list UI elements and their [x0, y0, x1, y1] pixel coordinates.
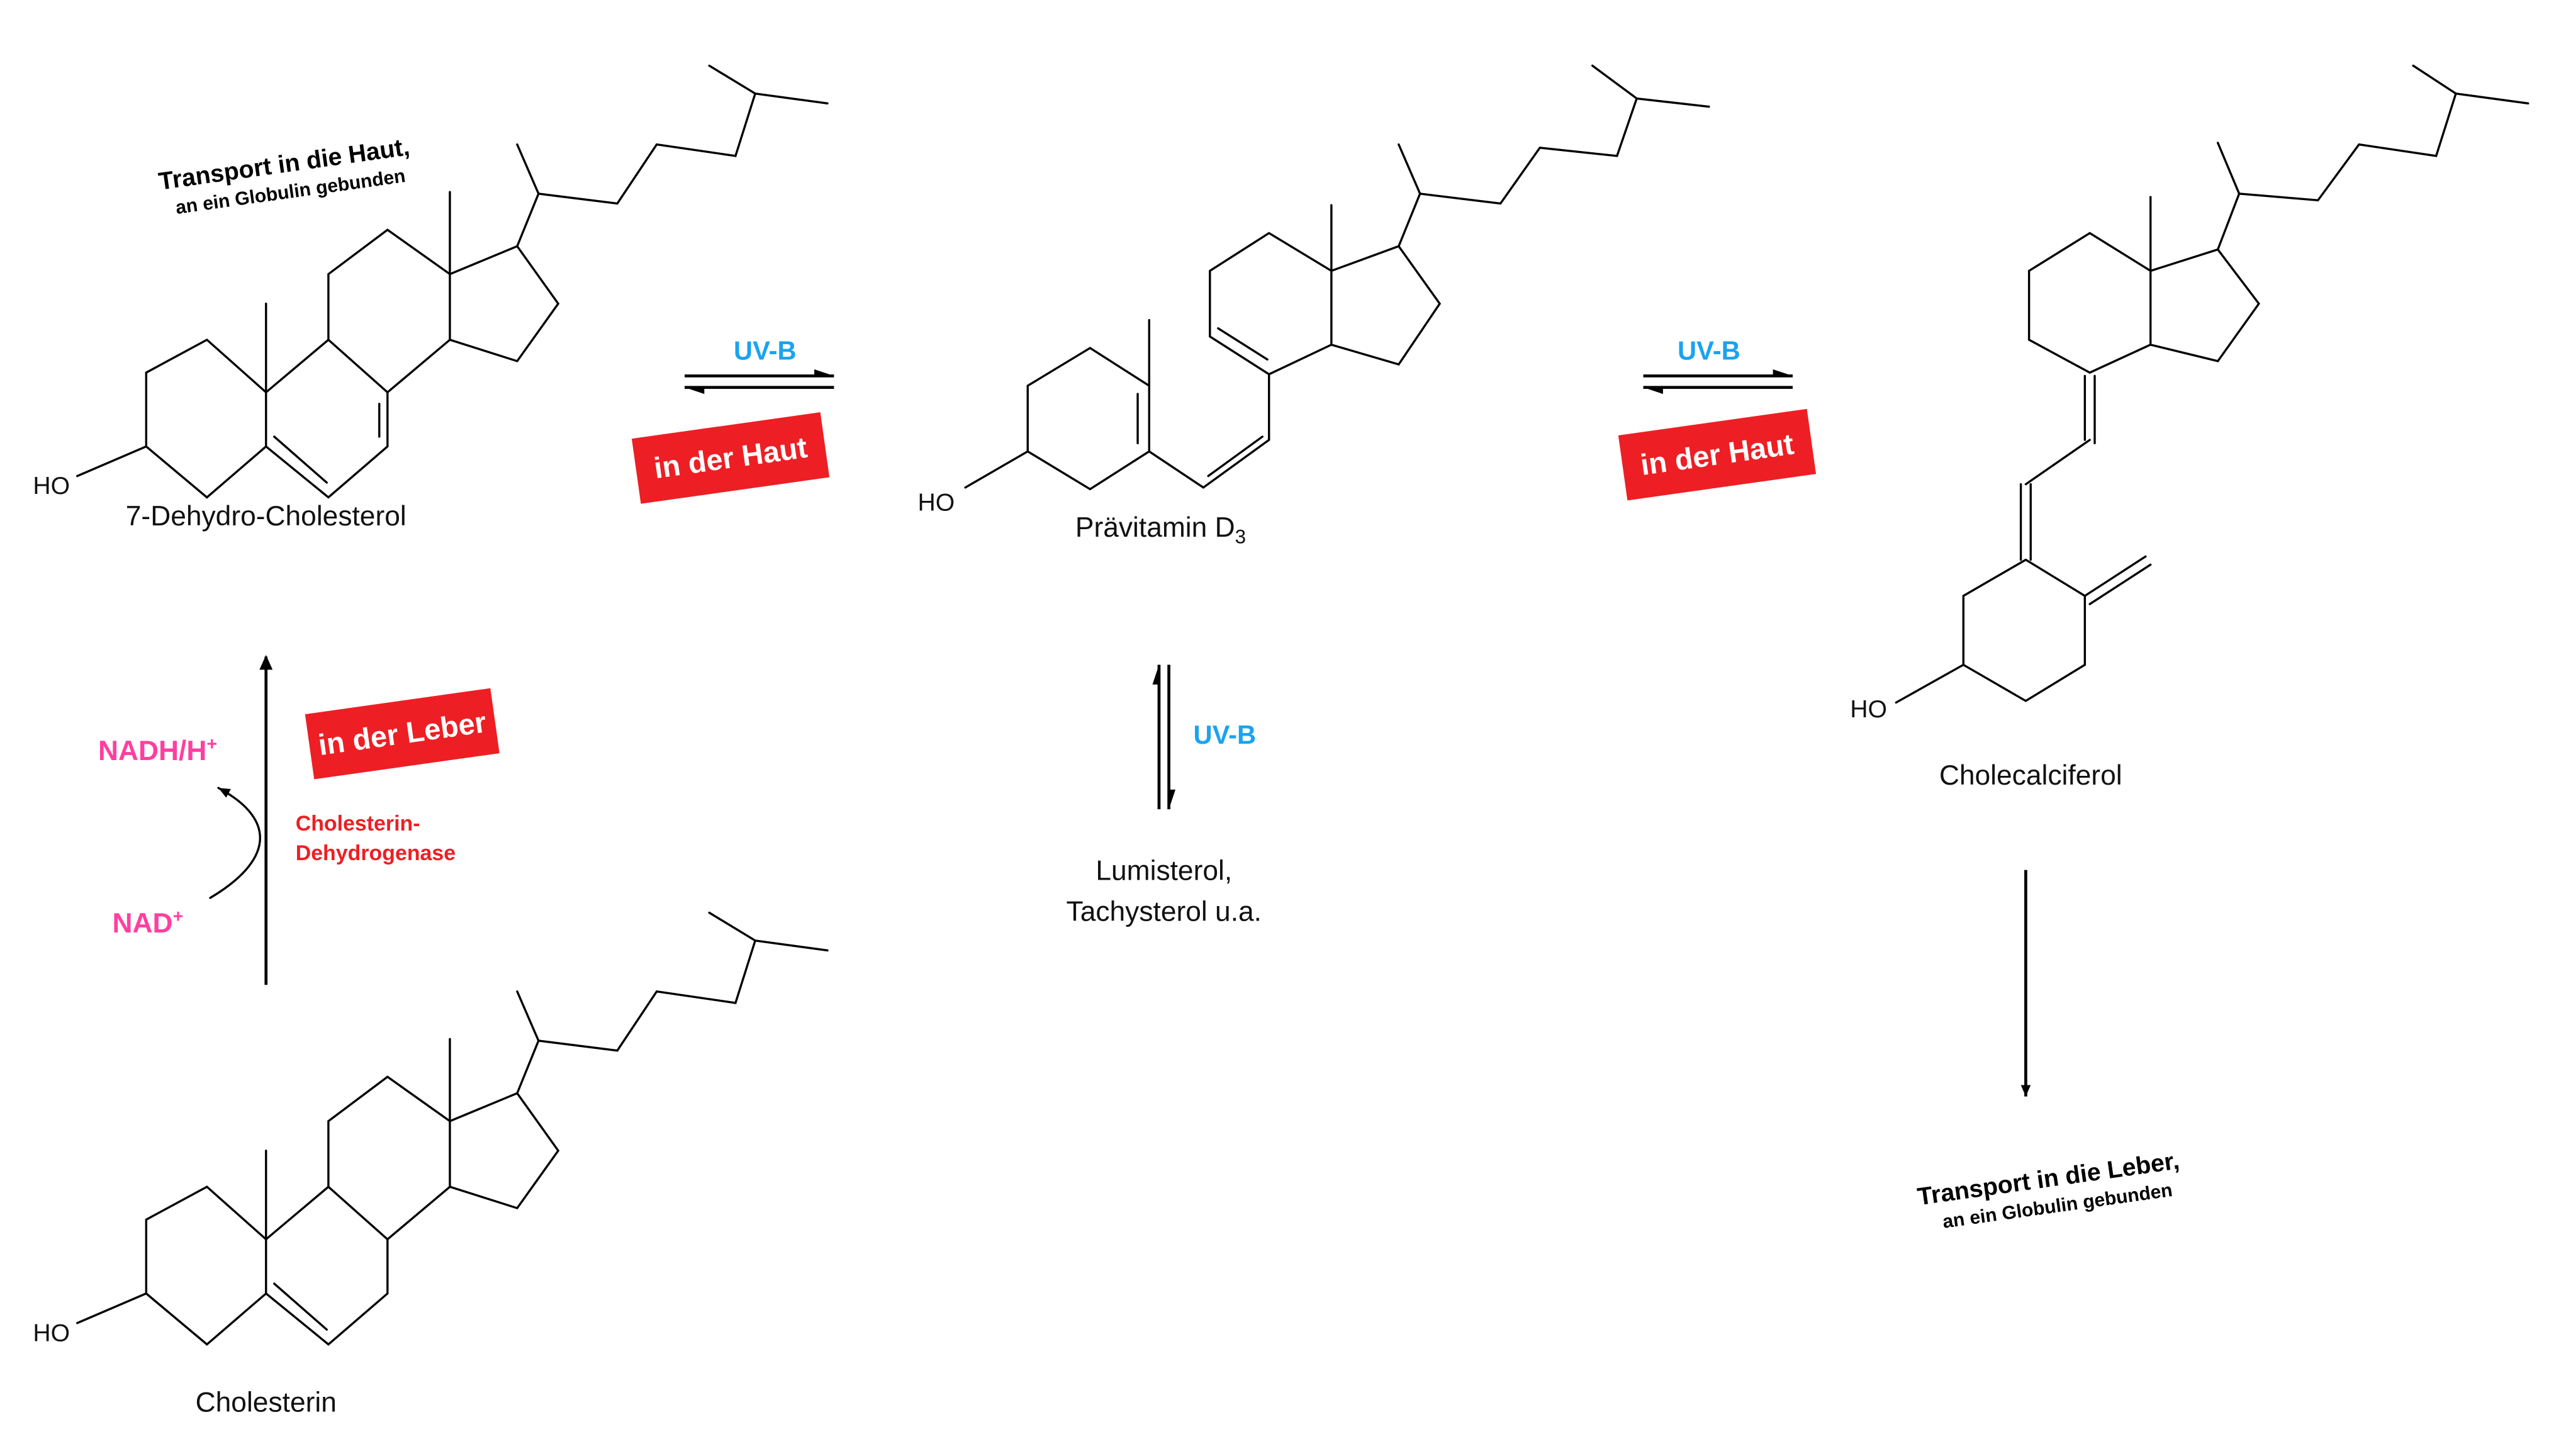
molecule-cholecalciferol: HO Cholecalciferol [1850, 64, 2530, 791]
equilibrium-arrow-step1: UV-B [685, 335, 834, 395]
enzyme-line2: Dehydrogenase [296, 841, 456, 865]
enzyme-line1: Cholesterin- [296, 812, 420, 836]
hydroxyl-label: HO [917, 489, 955, 516]
hydroxyl-label: HO [33, 1319, 70, 1347]
liver-reaction: NADH/H+ NAD+ Cholesterin- Dehydrogenase [98, 654, 456, 985]
uvb-label: UV-B [1193, 720, 1256, 749]
cofactor-nad: NAD+ [113, 907, 184, 939]
molecule-name-cholesterin: Cholesterin [196, 1387, 337, 1418]
location-badge-skin: in der Haut [631, 412, 830, 504]
hydroxyl-label: HO [33, 473, 70, 500]
equilibrium-arrow-step2: UV-B [1643, 335, 1793, 395]
hydroxyl-label: HO [1850, 696, 1887, 723]
transport-liver-note: Transport in die Leber, an ein Globulin … [1916, 1147, 2182, 1233]
badge-background [631, 412, 830, 504]
badge-background [1618, 408, 1817, 501]
molecule-name-previtamin-d3: Prävitamin D3 [1075, 512, 1246, 547]
molecule-7-dehydrocholesterol: HO 7-Dehydro-Cholesterol [33, 403, 406, 532]
equilibrium-arrow-side: UV-B Lumisterol, Tachysterol u.a. [1067, 664, 1262, 927]
molecule-name-cholecalciferol: Cholecalciferol [1939, 760, 2122, 791]
molecule-name-7-dehydrocholesterol: 7-Dehydro-Cholesterol [126, 501, 406, 532]
cofactor-nadh: NADH/H+ [98, 734, 217, 766]
location-badge-skin-2: in der Haut [1618, 408, 1817, 501]
badge-background [305, 688, 500, 780]
location-badge-liver: in der Leber [305, 688, 500, 780]
transport-skin-note: Transport in die Haut, an ein Globulin g… [157, 133, 411, 218]
uvb-label: UV-B [734, 335, 797, 365]
side-products-line1: Lumisterol, [1096, 855, 1232, 886]
side-products-line2: Tachysterol u.a. [1067, 897, 1262, 927]
uvb-label: UV-B [1678, 335, 1740, 365]
molecule-previtamin-d3: HO Prävitamin D3 [917, 64, 1710, 548]
molecule-cholesterin: HO Cholesterin [33, 911, 829, 1418]
cofactor-curved-arrow [209, 787, 261, 899]
